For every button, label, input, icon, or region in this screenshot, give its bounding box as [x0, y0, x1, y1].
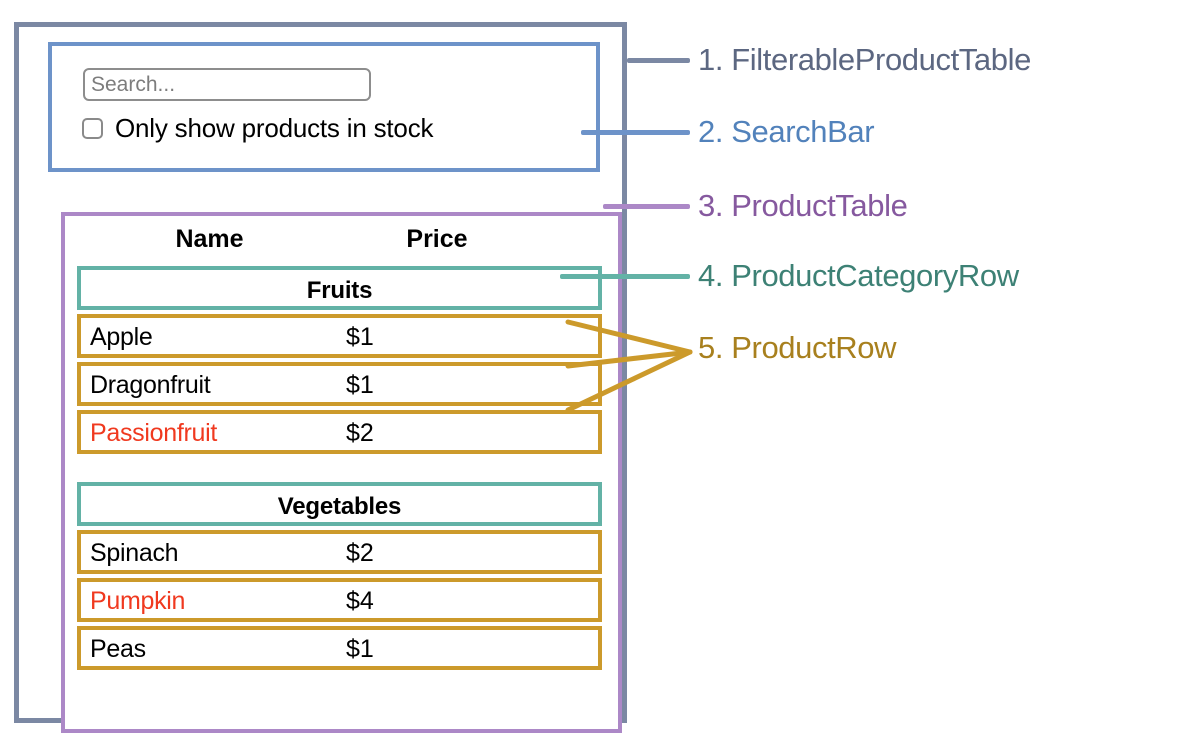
group-spacer	[77, 458, 602, 482]
column-header-price: Price	[406, 225, 468, 253]
product-row-name: Pumpkin	[90, 587, 186, 615]
product-category-label: Fruits	[306, 277, 373, 304]
product-row-name: Passionfruit	[90, 419, 218, 447]
product-row: Passionfruit $2	[77, 410, 602, 454]
legend-label-product-category-row: 4. ProductCategoryRow	[698, 258, 1019, 293]
product-category-row: Vegetables	[77, 482, 602, 526]
product-row-price: $4	[346, 587, 374, 615]
in-stock-checkbox-label: Only show products in stock	[115, 113, 434, 143]
search-bar: Only show products in stock	[48, 42, 600, 172]
product-row: Peas $1	[77, 626, 602, 670]
filterable-product-table: Only show products in stock Name Price F…	[14, 22, 627, 733]
product-row: Spinach $2	[77, 530, 602, 574]
leader-line-filterable-product-table	[627, 58, 690, 63]
column-header-name: Name	[175, 225, 244, 253]
product-table: Name Price Fruits Apple $1 Dragonfruit $…	[61, 212, 622, 733]
product-category-label: Vegetables	[277, 493, 402, 520]
product-row-price: $2	[346, 419, 374, 447]
product-row-name: Dragonfruit	[90, 371, 211, 399]
product-row-price: $1	[346, 371, 374, 399]
legend-label-product-row: 5. ProductRow	[698, 330, 897, 365]
table-header-row: Name Price	[77, 216, 602, 266]
product-row-name: Spinach	[90, 539, 179, 567]
in-stock-checkbox[interactable]	[82, 117, 103, 139]
product-row: Dragonfruit $1	[77, 362, 602, 406]
product-category-row: Fruits	[77, 266, 602, 310]
legend-label-product-table: 3. ProductTable	[698, 188, 908, 223]
product-row: Pumpkin $4	[77, 578, 602, 622]
product-row-name: Apple	[90, 323, 153, 351]
search-input[interactable]	[83, 68, 371, 101]
product-table-inner: Name Price Fruits Apple $1 Dragonfruit $…	[77, 216, 602, 674]
product-row-price: $1	[346, 635, 374, 663]
product-row-name: Peas	[90, 635, 146, 663]
product-row: Apple $1	[77, 314, 602, 358]
legend-label-search-bar: 2. SearchBar	[698, 114, 875, 149]
legend-label-filterable-product-table: 1. FilterableProductTable	[698, 42, 1031, 77]
product-row-price: $1	[346, 323, 374, 351]
product-row-price: $2	[346, 539, 374, 567]
stock-filter-row[interactable]: Only show products in stock	[82, 114, 433, 142]
